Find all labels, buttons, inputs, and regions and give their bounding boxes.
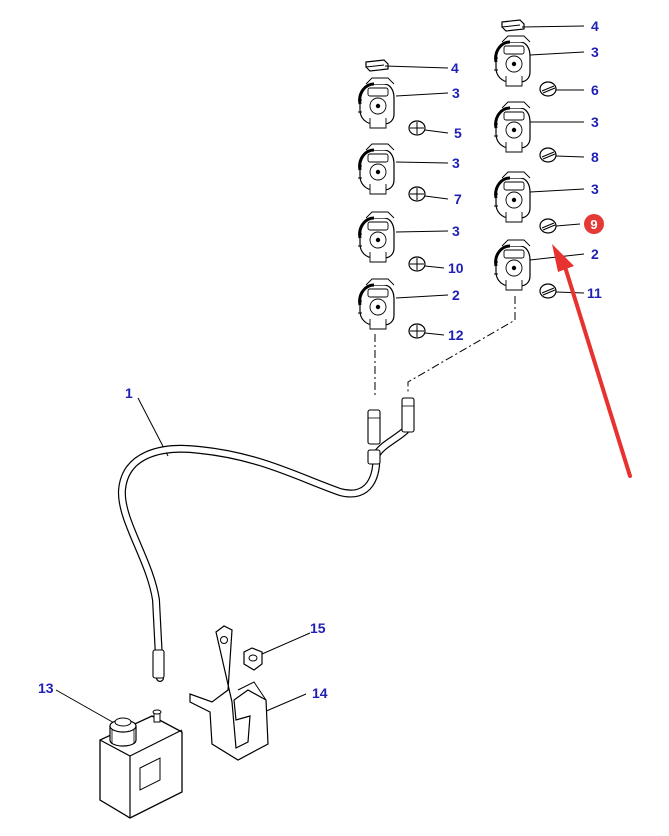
callout-3-left-3: 3: [452, 223, 460, 239]
seal-part-9: [539, 218, 557, 234]
callout-2-right: 2: [591, 246, 599, 262]
connector-part-3-left-2: [356, 142, 396, 196]
seal-part-6: [539, 81, 557, 97]
callout-12: 12: [448, 327, 464, 343]
connector-part-3-right-2: [492, 100, 532, 154]
connector-part-2-left: [356, 277, 396, 331]
callout-15: 15: [310, 620, 326, 636]
callout-4-left: 4: [451, 60, 459, 76]
sender-part-13: [99, 709, 183, 819]
callout-3-right-3: 3: [591, 181, 599, 197]
connector-part-3-left-1: [356, 76, 396, 130]
assembly-dash-lines: [374, 296, 516, 398]
highlight-badge: [584, 214, 604, 234]
nut-part-15: [243, 647, 263, 671]
callout-3-left-1: 3: [452, 85, 460, 101]
callout-7: 7: [454, 191, 462, 207]
callout-14: 14: [312, 685, 328, 701]
seal-part-11: [539, 283, 557, 299]
bracket-part-14: [189, 625, 269, 761]
callout-labels: 4 3 5 3 7 3 10 2 12 4 3 6 3 8 3 2 11 1 1…: [38, 18, 604, 701]
connector-part-3-left-3: [356, 210, 396, 264]
cap-part-4-left: [365, 59, 389, 72]
red-pointer-arrow: [552, 244, 632, 478]
connector-part-3-right-1: [492, 34, 532, 88]
cap-part-4-right: [501, 19, 525, 32]
callout-4-right: 4: [591, 18, 599, 34]
seal-part-5: [408, 120, 426, 136]
callout-8: 8: [591, 149, 599, 165]
wire-harness-part-1: [117, 397, 415, 682]
seal-part-10: [408, 256, 426, 272]
callout-6: 6: [591, 82, 599, 98]
callout-13: 13: [38, 680, 54, 696]
callout-11: 11: [587, 285, 602, 301]
connector-part-2-right: [492, 238, 532, 292]
callout-3-right-1: 3: [591, 44, 599, 60]
callout-3-right-2: 3: [591, 114, 599, 130]
callout-9: 9: [590, 217, 597, 232]
callout-1: 1: [125, 385, 133, 401]
callout-2-left: 2: [452, 287, 460, 303]
callout-10: 10: [448, 260, 464, 276]
callout-3-left-2: 3: [452, 155, 460, 171]
callout-5: 5: [454, 125, 462, 141]
seal-part-8: [539, 147, 557, 163]
seal-part-12: [408, 323, 426, 339]
seal-part-7: [408, 186, 426, 202]
leader-lines: [55, 25, 585, 725]
connector-part-3-right-3: [492, 170, 532, 224]
